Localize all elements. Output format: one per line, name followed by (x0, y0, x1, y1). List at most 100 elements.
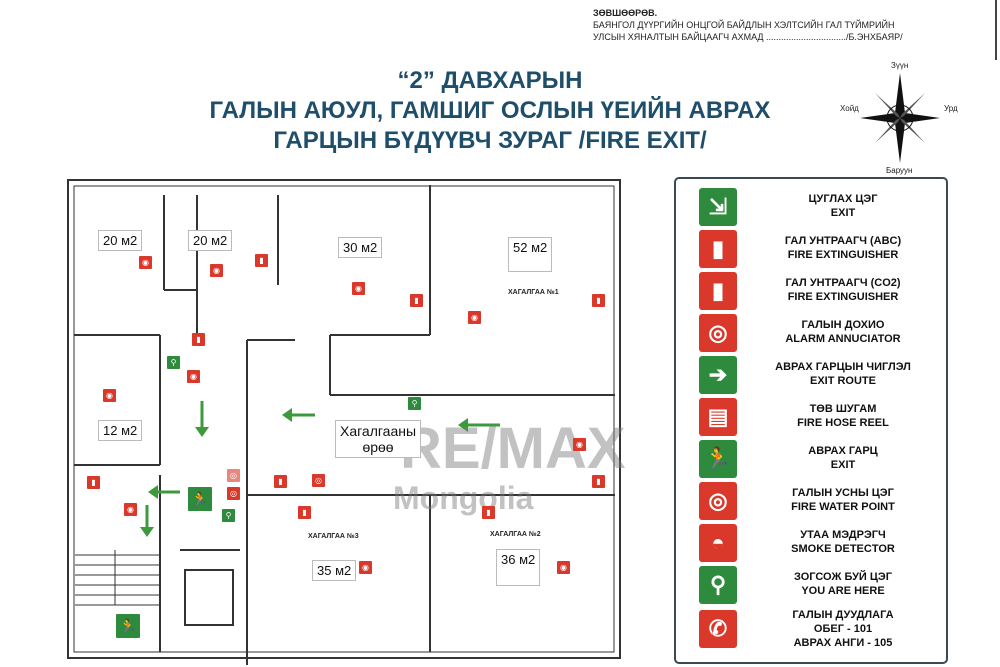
legend-item: 🏃 АВРАХ ГАРЦ EXIT (676, 438, 946, 478)
hall-label: ХАГАЛГАА №2 (490, 531, 541, 538)
assembly-point-icon: ⇲ (699, 188, 737, 226)
room-area-label: 12 м2 (98, 420, 143, 441)
title-line: “2” ДАВХАРЫН (397, 67, 583, 94)
fire-extinguisher-icon: ▮ (699, 230, 737, 268)
floor-plan: RE/MAX Mongolia 20 м2 20 м2 30 м2 52 м2 … (60, 175, 630, 665)
fire-extinguisher-icon: ▮ (298, 506, 311, 519)
legend-label-mn: ЦУГЛАХ ЦЭГ (808, 193, 878, 205)
legend-item: ➔ АВРАХ ГАРЦЫН ЧИГЛЭЛ EXIT ROUTE (676, 354, 946, 394)
legend-item: ▮ ГАЛ УНТРААГЧ (ABC) FIRE EXTINGUISHER (676, 228, 946, 268)
compass-west: Хойд (840, 104, 859, 113)
legend-label-en: FIRE HOSE REEL (797, 417, 889, 429)
watermark-brand: RE/MAX (400, 416, 626, 481)
smoke-detector-icon: ◉ (187, 370, 200, 383)
location-pin-icon: ⚲ (408, 397, 421, 410)
legend-label-en: FIRE EXTINGUISHER (787, 291, 899, 303)
arrow-right-icon: ➔ (699, 356, 737, 394)
smoke-detector-icon: ◉ (139, 256, 152, 269)
fire-extinguisher-icon: ▮ (274, 475, 287, 488)
fire-extinguisher-icon: ▮ (410, 294, 423, 307)
running-man-icon: 🏃 (116, 614, 140, 638)
room-area-label: 52 м2 (508, 237, 553, 272)
smoke-detector-icon: ◉ (359, 561, 372, 574)
room-area-label: 20 м2 (188, 230, 233, 251)
smoke-detector-icon: ◉ (573, 438, 586, 451)
phone-icon: ✆ (699, 610, 737, 648)
compass-east: Урд (944, 104, 958, 113)
legend-item: ◎ ГАЛЫН УСНЫ ЦЭГ FIRE WATER POINT (676, 480, 946, 520)
legend-label-en: ОБЕГ - 101 (813, 623, 873, 635)
title-line: ГАРЦЫН БҮДҮҮВЧ ЗУРАГ /FIRE EXIT/ (273, 127, 707, 154)
legend-item: ▤ ТӨВ ШУГАМ FIRE HOSE REEL (676, 396, 946, 436)
legend-item: ◎ ГАЛЫН ДОХИО ALARM ANNUCIATOR (676, 312, 946, 352)
legend-item: ▮ ГАЛ УНТРААГЧ (CO2) FIRE EXTINGUISHER (676, 270, 946, 310)
page-title: “2” ДАВХАРЫН ГАЛЫН АЮУЛ, ГАМШИГ ОСЛЫН ҮЕ… (170, 66, 810, 156)
lobby-label-line: Хагалгааны (340, 423, 417, 439)
legend-label-en: FIRE EXTINGUISHER (787, 249, 899, 261)
room-area-label: 36 м2 (496, 549, 541, 586)
legend-label-mn: ЗОГСОЖ БУЙ ЦЭГ (793, 571, 892, 583)
room-area-label: 35 м2 (312, 560, 357, 581)
water-point-icon: ◎ (227, 469, 240, 482)
legend-label-mn: ГАЛЫН ДОХИО (801, 319, 885, 331)
co2-extinguisher-icon: ▮ (699, 272, 737, 310)
legend-label-en: SMOKE DETECTOR (791, 543, 895, 555)
floor-plan-walls (67, 179, 621, 665)
legend-label-mn: ГАЛЫН УСНЫ ЦЭГ (792, 487, 894, 499)
smoke-detector-icon: ◉ (352, 282, 365, 295)
compass-north: Зүүн (891, 61, 909, 70)
fire-extinguisher-icon: ▮ (592, 475, 605, 488)
approval-line: УЛСЫН ХЯНАЛТЫН БАЙЦААГЧ АХМАД ..........… (593, 32, 903, 42)
fire-extinguisher-icon: ▮ (255, 254, 268, 267)
fire-extinguisher-icon: ▮ (87, 476, 100, 489)
alarm-icon: ◎ (227, 487, 240, 500)
fire-extinguisher-icon: ▮ (592, 294, 605, 307)
legend-label-en: EXIT ROUTE (809, 375, 876, 387)
compass-south: Баруун (886, 166, 913, 175)
location-pin-icon: ⚲ (167, 356, 180, 369)
running-man-icon: 🏃 (188, 487, 212, 511)
hall-label: ХАГАЛГАА №3 (308, 533, 359, 540)
legend-label-en: YOU ARE HERE (801, 585, 885, 597)
smoke-detector-icon: ◉ (124, 503, 137, 516)
alarm-icon: ◎ (312, 474, 325, 487)
smoke-detector-icon: ◉ (557, 561, 570, 574)
location-pin-icon: ⚲ (222, 509, 235, 522)
water-point-icon: ◎ (699, 482, 737, 520)
legend-label-mn: АВРАХ ГАРЦ (808, 445, 878, 457)
legend-label-mn: ГАЛ УНТРААГЧ (CO2) (785, 277, 901, 289)
hose-reel-icon: ▤ (699, 398, 737, 436)
legend-label-mn: ТӨВ ШУГАМ (809, 403, 877, 415)
running-man-icon: 🏃 (699, 440, 737, 478)
legend-label-mn: АВРАХ ГАРЦЫН ЧИГЛЭЛ (775, 361, 911, 373)
room-area-label: 30 м2 (338, 237, 383, 258)
legend-label-en: АВРАХ АНГИ - 105 (793, 637, 893, 649)
compass-rose: Зүүн Хойд Урд Баруун (840, 58, 960, 178)
lobby-label-line: өрөө (362, 439, 394, 455)
approval-block: ЗӨВШӨӨРӨВ. БАЯНГОЛ ДҮҮРГИЙН ОНЦГОЙ БАЙДЛ… (593, 7, 903, 43)
legend-panel: ⇲ ЦУГЛАХ ЦЭГ EXIT ▮ ГАЛ УНТРААГЧ (ABC) FIRE … (674, 177, 948, 664)
legend-label-mn: ГАЛ УНТРААГЧ (ABC) (784, 235, 902, 247)
legend-label-en: FIRE WATER POINT (791, 501, 895, 513)
compass-star-icon (860, 73, 940, 163)
fire-extinguisher-icon: ▮ (482, 506, 495, 519)
border-line (995, 0, 997, 60)
smoke-detector-icon: ◉ (210, 264, 223, 277)
smoke-detector-icon: ◉ (103, 389, 116, 402)
alarm-icon: ◎ (699, 314, 737, 352)
approval-line: БАЯНГОЛ ДҮҮРГИЙН ОНЦГОЙ БАЙДЛЫН ХЭЛТСИЙН… (593, 20, 895, 30)
legend-label-en: EXIT (830, 459, 856, 471)
legend-label-en: ALARM ANNUCIATOR (785, 333, 901, 345)
hall-label: ХАГАЛГАА №1 (508, 289, 559, 296)
legend-item: ⚲ ЗОГСОЖ БУЙ ЦЭГ YOU ARE HERE (676, 564, 946, 604)
room-area-label: 20 м2 (98, 230, 143, 251)
location-pin-icon: ⚲ (699, 566, 737, 604)
legend-label-mn: ГАЛЫН ДУУДЛАГА (792, 609, 894, 621)
title-line: ГАЛЫН АЮУЛ, ГАМШИГ ОСЛЫН ҮЕИЙН АВРАХ (209, 97, 771, 124)
lobby-label: Хагалгааны өрөө (335, 420, 422, 458)
legend-label-mn: УТАА МЭДРЭГЧ (800, 529, 886, 541)
